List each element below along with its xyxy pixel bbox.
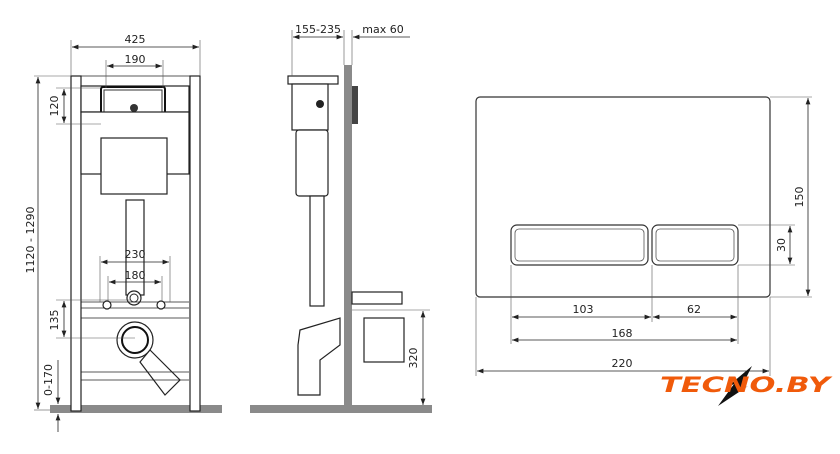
dim-leg-adjust: 0-170 xyxy=(42,364,55,396)
flush-button-large xyxy=(510,224,649,266)
cistern-body xyxy=(100,137,168,195)
dim-plate-height: 150 xyxy=(793,187,806,208)
dim-depth: 155-235 xyxy=(295,23,341,36)
side-cistern xyxy=(295,129,329,197)
dim-outlet-height: 320 xyxy=(407,348,420,369)
front-view: 425 190 120 1120 - 1290 230 180 135 0-17… xyxy=(24,33,222,432)
side-view: 320 155-235 max 60 xyxy=(250,23,432,413)
dim-plate-width: 220 xyxy=(612,357,633,370)
floor xyxy=(50,405,222,413)
dim-outlet-offset: 135 xyxy=(48,310,61,331)
dim-flush-height: 120 xyxy=(48,96,61,117)
dim-bolt-inner: 180 xyxy=(125,269,146,282)
dim-button-height: 30 xyxy=(775,238,788,252)
dim-total-height: 1120 - 1290 xyxy=(24,207,37,274)
frame-left-leg xyxy=(70,75,82,412)
dim-buttons-total: 168 xyxy=(612,327,633,340)
tecno-logo: TECNO.BY xyxy=(660,366,833,406)
dim-wall-max: max 60 xyxy=(362,23,403,36)
dim-frame-width: 425 xyxy=(125,33,146,46)
wall xyxy=(344,65,352,412)
flush-plate-view: 150 30 103 62 168 220 xyxy=(475,96,812,376)
logo-text: TECNO.BY xyxy=(660,373,833,397)
side-outlet xyxy=(297,317,341,396)
lightning-icon xyxy=(718,366,752,406)
dim-right-button: 62 xyxy=(687,303,701,316)
flush-button-small xyxy=(651,224,739,266)
dim-bolt-outer: 230 xyxy=(125,248,146,261)
flush-plate xyxy=(475,96,771,298)
dim-left-button: 103 xyxy=(573,303,594,316)
frame-right-leg xyxy=(189,75,201,412)
dim-flush-width: 190 xyxy=(125,53,146,66)
